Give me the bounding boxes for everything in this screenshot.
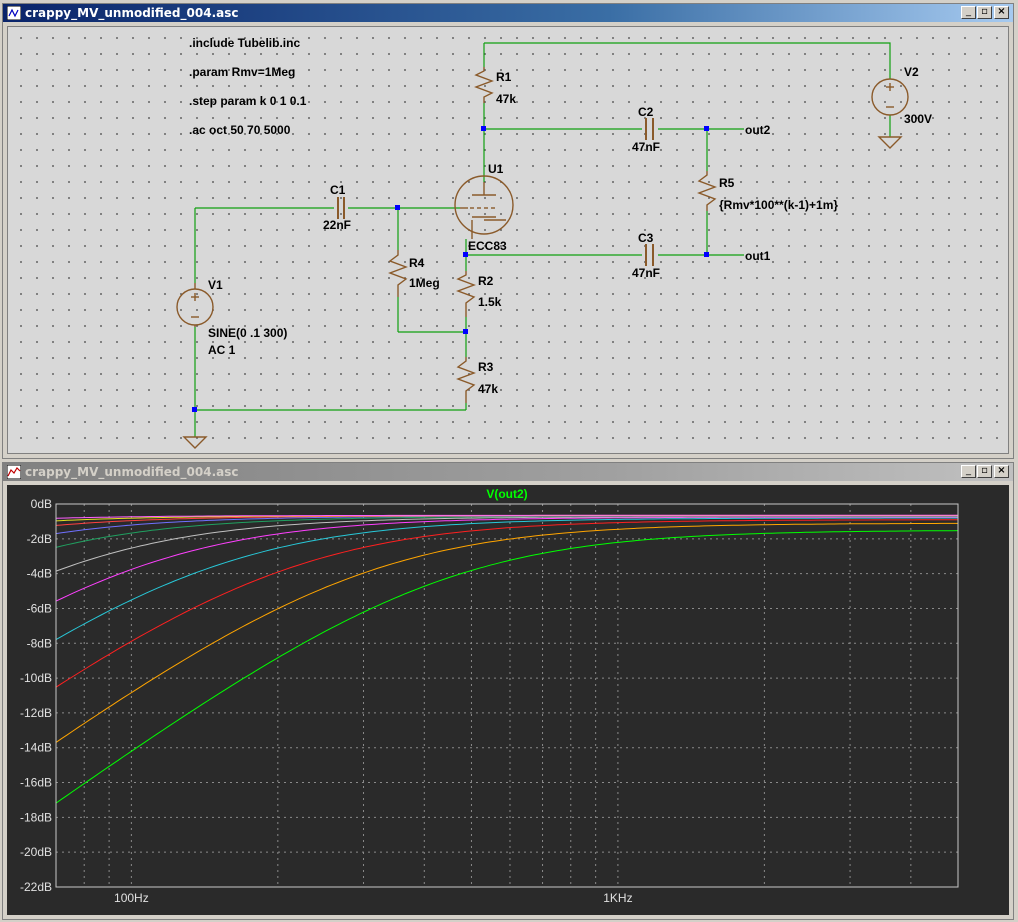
c1-name[interactable]: C1 xyxy=(330,183,346,197)
voltage-sources xyxy=(176,78,909,327)
y-tick-label: -6dB xyxy=(27,601,52,615)
y-tick-label: -18dB xyxy=(20,810,52,824)
r1-value[interactable]: 47k xyxy=(496,92,516,106)
waveform-icon xyxy=(7,465,21,479)
directive-param[interactable]: .param Rmv=1Meg xyxy=(189,65,295,79)
waveform-window: crappy_MV_unmodified_004.asc _ ▫ × V(out… xyxy=(2,462,1014,920)
net-out2[interactable]: out2 xyxy=(745,123,771,137)
v2-name[interactable]: V2 xyxy=(904,65,919,79)
close-button[interactable]: × xyxy=(994,465,1009,478)
y-tick-label: -2dB xyxy=(27,532,52,546)
net-out1[interactable]: out1 xyxy=(745,249,771,263)
r5-value[interactable]: {Rmv*100**(k-1)+1m} xyxy=(719,198,838,212)
c3-name[interactable]: C3 xyxy=(638,231,654,245)
schematic-title: crappy_MV_unmodified_004.asc xyxy=(25,6,239,20)
plot-pane[interactable]: V(out2) 0dB -2dB -4dB -6dB -8dB -10dB -12dB -14… xyxy=(7,485,1009,915)
c2-value[interactable]: 47nF xyxy=(632,140,660,154)
component-labels: R1 47k C2 47nF out2 V2 300V U1 ECC83 R5 … xyxy=(208,65,932,396)
trace-line-3[interactable] xyxy=(55,517,958,641)
r1-symbol xyxy=(474,67,494,103)
trace-line-5[interactable] xyxy=(55,516,958,572)
u1-name[interactable]: U1 xyxy=(488,162,504,176)
r2-value[interactable]: 1.5k xyxy=(478,295,502,309)
x-tick-label: 1KHz xyxy=(603,891,632,905)
r3-value[interactable]: 47k xyxy=(478,382,498,396)
c3-value[interactable]: 47nF xyxy=(632,266,660,280)
y-tick-label: -8dB xyxy=(27,636,52,650)
directive-ac[interactable]: .ac oct 50 70 5000 xyxy=(189,123,291,137)
wires xyxy=(194,42,891,437)
r3-name[interactable]: R3 xyxy=(478,360,494,374)
resistors xyxy=(388,67,717,403)
x-tick-label: 100Hz xyxy=(114,891,149,905)
y-tick-label: -22dB xyxy=(20,880,52,894)
waveform-titlebar[interactable]: crappy_MV_unmodified_004.asc _ ▫ × xyxy=(3,463,1013,481)
y-tick-label: -14dB xyxy=(20,741,52,755)
v1-value-ac[interactable]: AC 1 xyxy=(208,343,236,357)
close-button[interactable]: × xyxy=(994,6,1009,19)
restore-button[interactable]: ▫ xyxy=(977,6,992,19)
directive-include[interactable]: .include Tubelib.inc xyxy=(189,36,300,50)
plot-frame xyxy=(55,503,959,888)
minimize-button[interactable]: _ xyxy=(961,6,976,19)
triode-u1 xyxy=(454,175,514,239)
v1-value-sine[interactable]: SINE(0 .1 300) xyxy=(208,326,287,340)
schematic-window: crappy_MV_unmodified_004.asc _ ▫ × xyxy=(2,3,1014,459)
capacitors xyxy=(337,118,654,266)
r4-name[interactable]: R4 xyxy=(409,256,425,270)
directive-step[interactable]: .step param k 0 1 0.1 xyxy=(189,94,307,108)
y-tick-label: -20dB xyxy=(20,845,52,859)
schematic-drawing: .include Tubelib.inc .param Rmv=1Meg .st… xyxy=(176,36,932,449)
r4-symbol xyxy=(388,250,408,297)
v1-name[interactable]: V1 xyxy=(208,278,223,292)
minimize-button[interactable]: _ xyxy=(961,465,976,478)
trace-line-4[interactable] xyxy=(55,516,958,602)
trace-line-0[interactable] xyxy=(55,530,959,804)
v2-value[interactable]: 300V xyxy=(904,112,932,126)
r1-name[interactable]: R1 xyxy=(496,70,512,84)
c1-value[interactable]: 22nF xyxy=(323,218,351,232)
r2-symbol xyxy=(456,271,476,317)
bode-plot[interactable]: V(out2) 0dB -2dB -4dB -6dB -8dB -10dB -12dB -14… xyxy=(7,485,1011,917)
u1-value[interactable]: ECC83 xyxy=(468,239,507,253)
y-tick-label: -16dB xyxy=(20,776,52,790)
r3-symbol xyxy=(456,357,476,403)
y-tick-label: -4dB xyxy=(27,567,52,581)
spice-directives: .include Tubelib.inc .param Rmv=1Meg .st… xyxy=(189,36,307,137)
trace-line-1[interactable] xyxy=(55,522,958,743)
schematic-canvas[interactable]: .include Tubelib.inc .param Rmv=1Meg .st… xyxy=(7,26,1009,454)
restore-button[interactable]: ▫ xyxy=(977,465,992,478)
trace-line-10[interactable] xyxy=(55,514,958,519)
r5-name[interactable]: R5 xyxy=(719,176,735,190)
y-axis-labels: 0dB -2dB -4dB -6dB -8dB -10dB -12dB -14dB -16dB -… xyxy=(20,497,52,894)
trace-title[interactable]: V(out2) xyxy=(486,487,527,501)
ground-symbols xyxy=(182,136,903,449)
r5-symbol xyxy=(697,171,717,211)
y-tick-label: -10dB xyxy=(20,671,52,685)
schematic-icon xyxy=(7,6,21,20)
r4-value[interactable]: 1Meg xyxy=(409,276,440,290)
r2-name[interactable]: R2 xyxy=(478,274,494,288)
y-tick-label: -12dB xyxy=(20,706,52,720)
schematic-titlebar[interactable]: crappy_MV_unmodified_004.asc _ ▫ × xyxy=(3,4,1013,22)
waveform-title: crappy_MV_unmodified_004.asc xyxy=(25,465,239,479)
y-tick-label: 0dB xyxy=(31,497,52,511)
plot-grid xyxy=(56,504,958,887)
x-axis-labels: 100Hz 1KHz xyxy=(114,891,633,905)
c2-name[interactable]: C2 xyxy=(638,105,654,119)
traces xyxy=(55,514,959,804)
junctions xyxy=(192,126,709,412)
trace-line-2[interactable] xyxy=(55,519,958,688)
